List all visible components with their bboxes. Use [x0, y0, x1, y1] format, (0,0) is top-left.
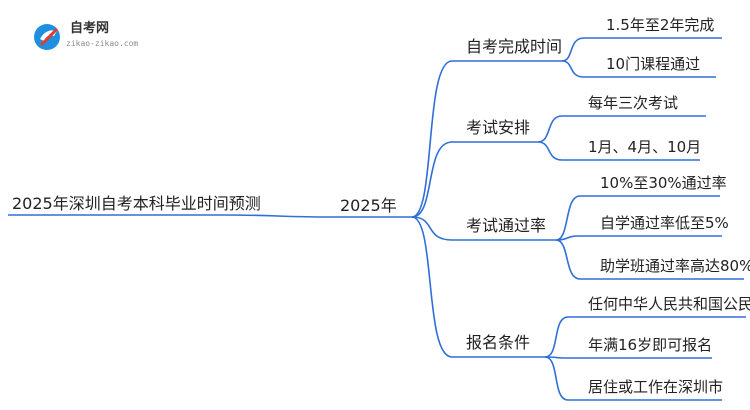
leaf-link-3-1	[555, 195, 581, 241]
branch-label-4: 报名条件	[466, 333, 530, 352]
logo-title: 自考网	[70, 20, 109, 36]
branch-label-3: 考试通过率	[466, 216, 546, 235]
root-node: 2025年深圳自考本科毕业时间预测	[12, 194, 261, 213]
leaf-label-2-1: 每年三次考试	[588, 94, 678, 112]
leaf-link-2-1	[537, 115, 563, 143]
leaf-link-1-2	[561, 60, 585, 78]
leaf-label-2-2: 1月、4月、10月	[588, 138, 701, 156]
center-branch-link-2	[411, 141, 453, 218]
center-branch-link-3	[411, 216, 453, 241]
leaf-link-1-1	[561, 37, 585, 62]
leaf-label-3-2: 自学通过率低至5%	[600, 214, 729, 232]
center-branch-link-4	[411, 216, 453, 358]
leaf-label-1-2: 10门课程通过	[606, 55, 700, 73]
leaf-label-4-3: 居住或工作在深圳市	[588, 378, 723, 396]
leaf-label-3-1: 10%至30%通过率	[600, 174, 727, 192]
branch-label-2: 考试安排	[466, 118, 530, 137]
leaf-label-4-1: 任何中华人民共和国公民	[588, 295, 750, 313]
logo-mark-icon	[34, 24, 60, 50]
root-center-link	[224, 214, 331, 218]
leaf-link-4-3	[544, 356, 569, 401]
center-node: 2025年	[340, 196, 397, 215]
leaf-label-1-1: 1.5年至2年完成	[606, 16, 714, 34]
site-logo[interactable]: 自考网 zikao-zikao.com	[34, 20, 138, 50]
leaf-link-3-3	[555, 239, 581, 280]
connector-lines	[8, 37, 746, 401]
leaf-label-3-3: 助学班通过率高达80%	[600, 257, 750, 275]
leaf-link-4-1	[544, 316, 569, 358]
leaf-label-4-2: 年满16岁即可报名	[588, 336, 712, 354]
leaf-link-2-2	[537, 141, 563, 161]
branch-label-1: 自考完成时间	[466, 37, 562, 56]
logo-subtitle: zikao-zikao.com	[66, 39, 138, 48]
center-branch-link-1	[411, 60, 453, 218]
